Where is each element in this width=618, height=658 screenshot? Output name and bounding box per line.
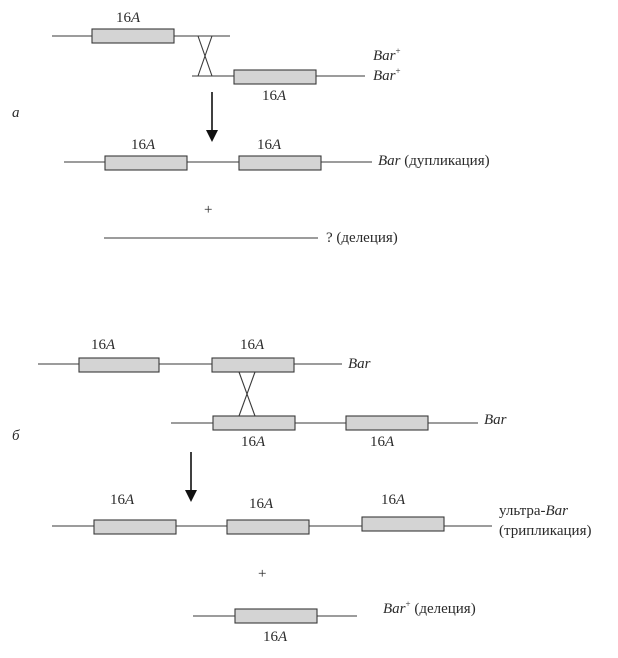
gene-16a-label: 16A xyxy=(91,337,116,353)
duplication-label: Bar (дупликация) xyxy=(378,153,490,169)
crossover-line xyxy=(197,35,213,77)
gene-16a-label: 16A xyxy=(257,137,282,153)
deletion-label: ? (делеция) xyxy=(326,230,398,246)
panel-a-duplication-chromosome: 16A 16A xyxy=(64,137,372,171)
panel-a-chromosome-1: 16A xyxy=(52,10,230,44)
gene-16a-box xyxy=(361,516,445,532)
panel-b-deletion-chromosome: 16A xyxy=(193,608,357,645)
gene-16a-box xyxy=(345,415,429,431)
ultra-bar-label: ультра-Bar xyxy=(499,503,568,519)
gene-16a-label: 16A xyxy=(110,492,135,508)
bar-plus-label: Bar+ xyxy=(373,46,401,64)
crossover-line xyxy=(238,371,256,417)
gene-16a-box xyxy=(78,357,160,373)
gene-16a-box xyxy=(234,608,318,624)
gene-16a-label: 16A xyxy=(262,88,287,104)
arrow-head xyxy=(185,490,197,502)
gene-16a-box xyxy=(91,28,175,44)
gene-16a-label: 16A xyxy=(381,492,406,508)
gene-16a-label: 16A xyxy=(370,434,395,450)
gene-16a-box xyxy=(233,69,317,85)
panel-a-chromosome-2: 16A xyxy=(192,69,365,104)
gene-16a-label: 16A xyxy=(263,629,288,645)
panel-a-plus-sign: + xyxy=(204,202,212,218)
panel-a-arrow xyxy=(206,92,218,142)
panel-b-arrow xyxy=(185,452,197,502)
panel-b-triplication-chromosome: 16A 16A 16A xyxy=(52,492,492,535)
gene-16a-label: 16A xyxy=(131,137,156,153)
gene-16a-label: 16A xyxy=(240,337,265,353)
gene-16a-box xyxy=(211,357,295,373)
panel-b-label: б xyxy=(12,428,20,444)
bar-plus-deletion-label: Bar+ (делеция) xyxy=(383,599,476,617)
panel-b-chromosome-2: 16A 16A xyxy=(171,415,478,450)
gene-16a-label: 16A xyxy=(116,10,141,26)
gene-16a-box xyxy=(226,519,310,535)
panel-b-plus-sign: + xyxy=(258,566,266,582)
triplication-label: (трипликация) xyxy=(499,523,591,539)
gene-16a-box xyxy=(212,415,296,431)
gene-16a-label: 16A xyxy=(249,496,274,512)
gene-16a-box xyxy=(104,155,188,171)
bar-label: Bar xyxy=(348,356,371,372)
bar-plus-label: Bar+ xyxy=(373,66,401,84)
panel-b-crossover-mark xyxy=(238,371,256,417)
gene-16a-box xyxy=(238,155,322,171)
panel-a-label: а xyxy=(12,105,20,121)
gene-16a-box xyxy=(93,519,177,535)
gene-16a-label: 16A xyxy=(241,434,266,450)
bar-label: Bar xyxy=(484,412,507,428)
panel-b-chromosome-1: 16A 16A xyxy=(38,337,342,373)
panel-a-crossover-mark xyxy=(197,35,213,77)
arrow-head xyxy=(206,130,218,142)
